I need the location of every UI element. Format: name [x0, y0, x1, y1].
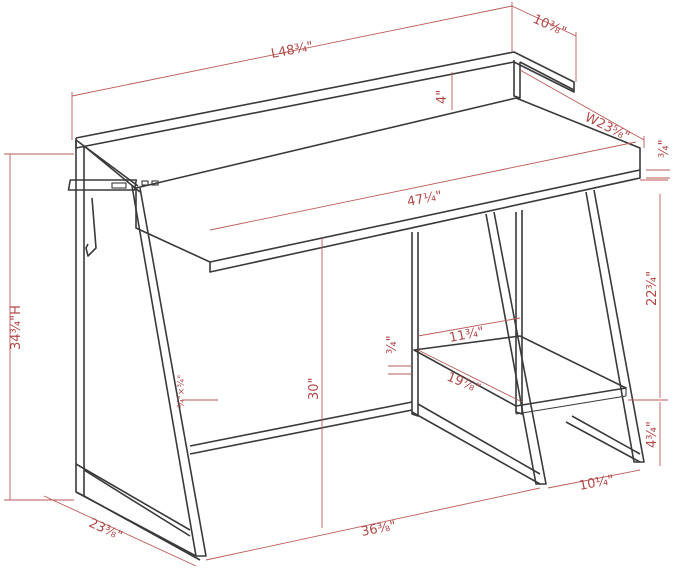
foot-depth-label: 10¼" [578, 472, 615, 493]
tube-section-label: ¾"×¾" [177, 375, 187, 408]
base-length-label: 36⅜" [360, 518, 397, 539]
back-rail-height-label: 4" [435, 90, 450, 104]
dimension-lines [4, 2, 670, 567]
top-thickness-label: ¾" [657, 139, 672, 158]
base-depth-label: 23⅜" [86, 516, 124, 544]
shelf-depth-label: 11¾" [448, 324, 485, 345]
length-label: L48¾" [270, 39, 314, 62]
shelf-lower-height-label: 4¾" [645, 421, 660, 448]
top-length-label: 47¼" [406, 188, 443, 209]
depth-label: 10⅜" [530, 12, 568, 40]
seat-height-label: 30" [307, 377, 322, 400]
shelf-length-label: 19⅞" [445, 370, 483, 397]
total-height-label: 34¾"H [9, 305, 24, 350]
shelf-upper-height-label: 22¾" [645, 271, 660, 306]
shelf-thickness-label: ¾" [385, 335, 400, 354]
desk-frame [67, 51, 645, 561]
